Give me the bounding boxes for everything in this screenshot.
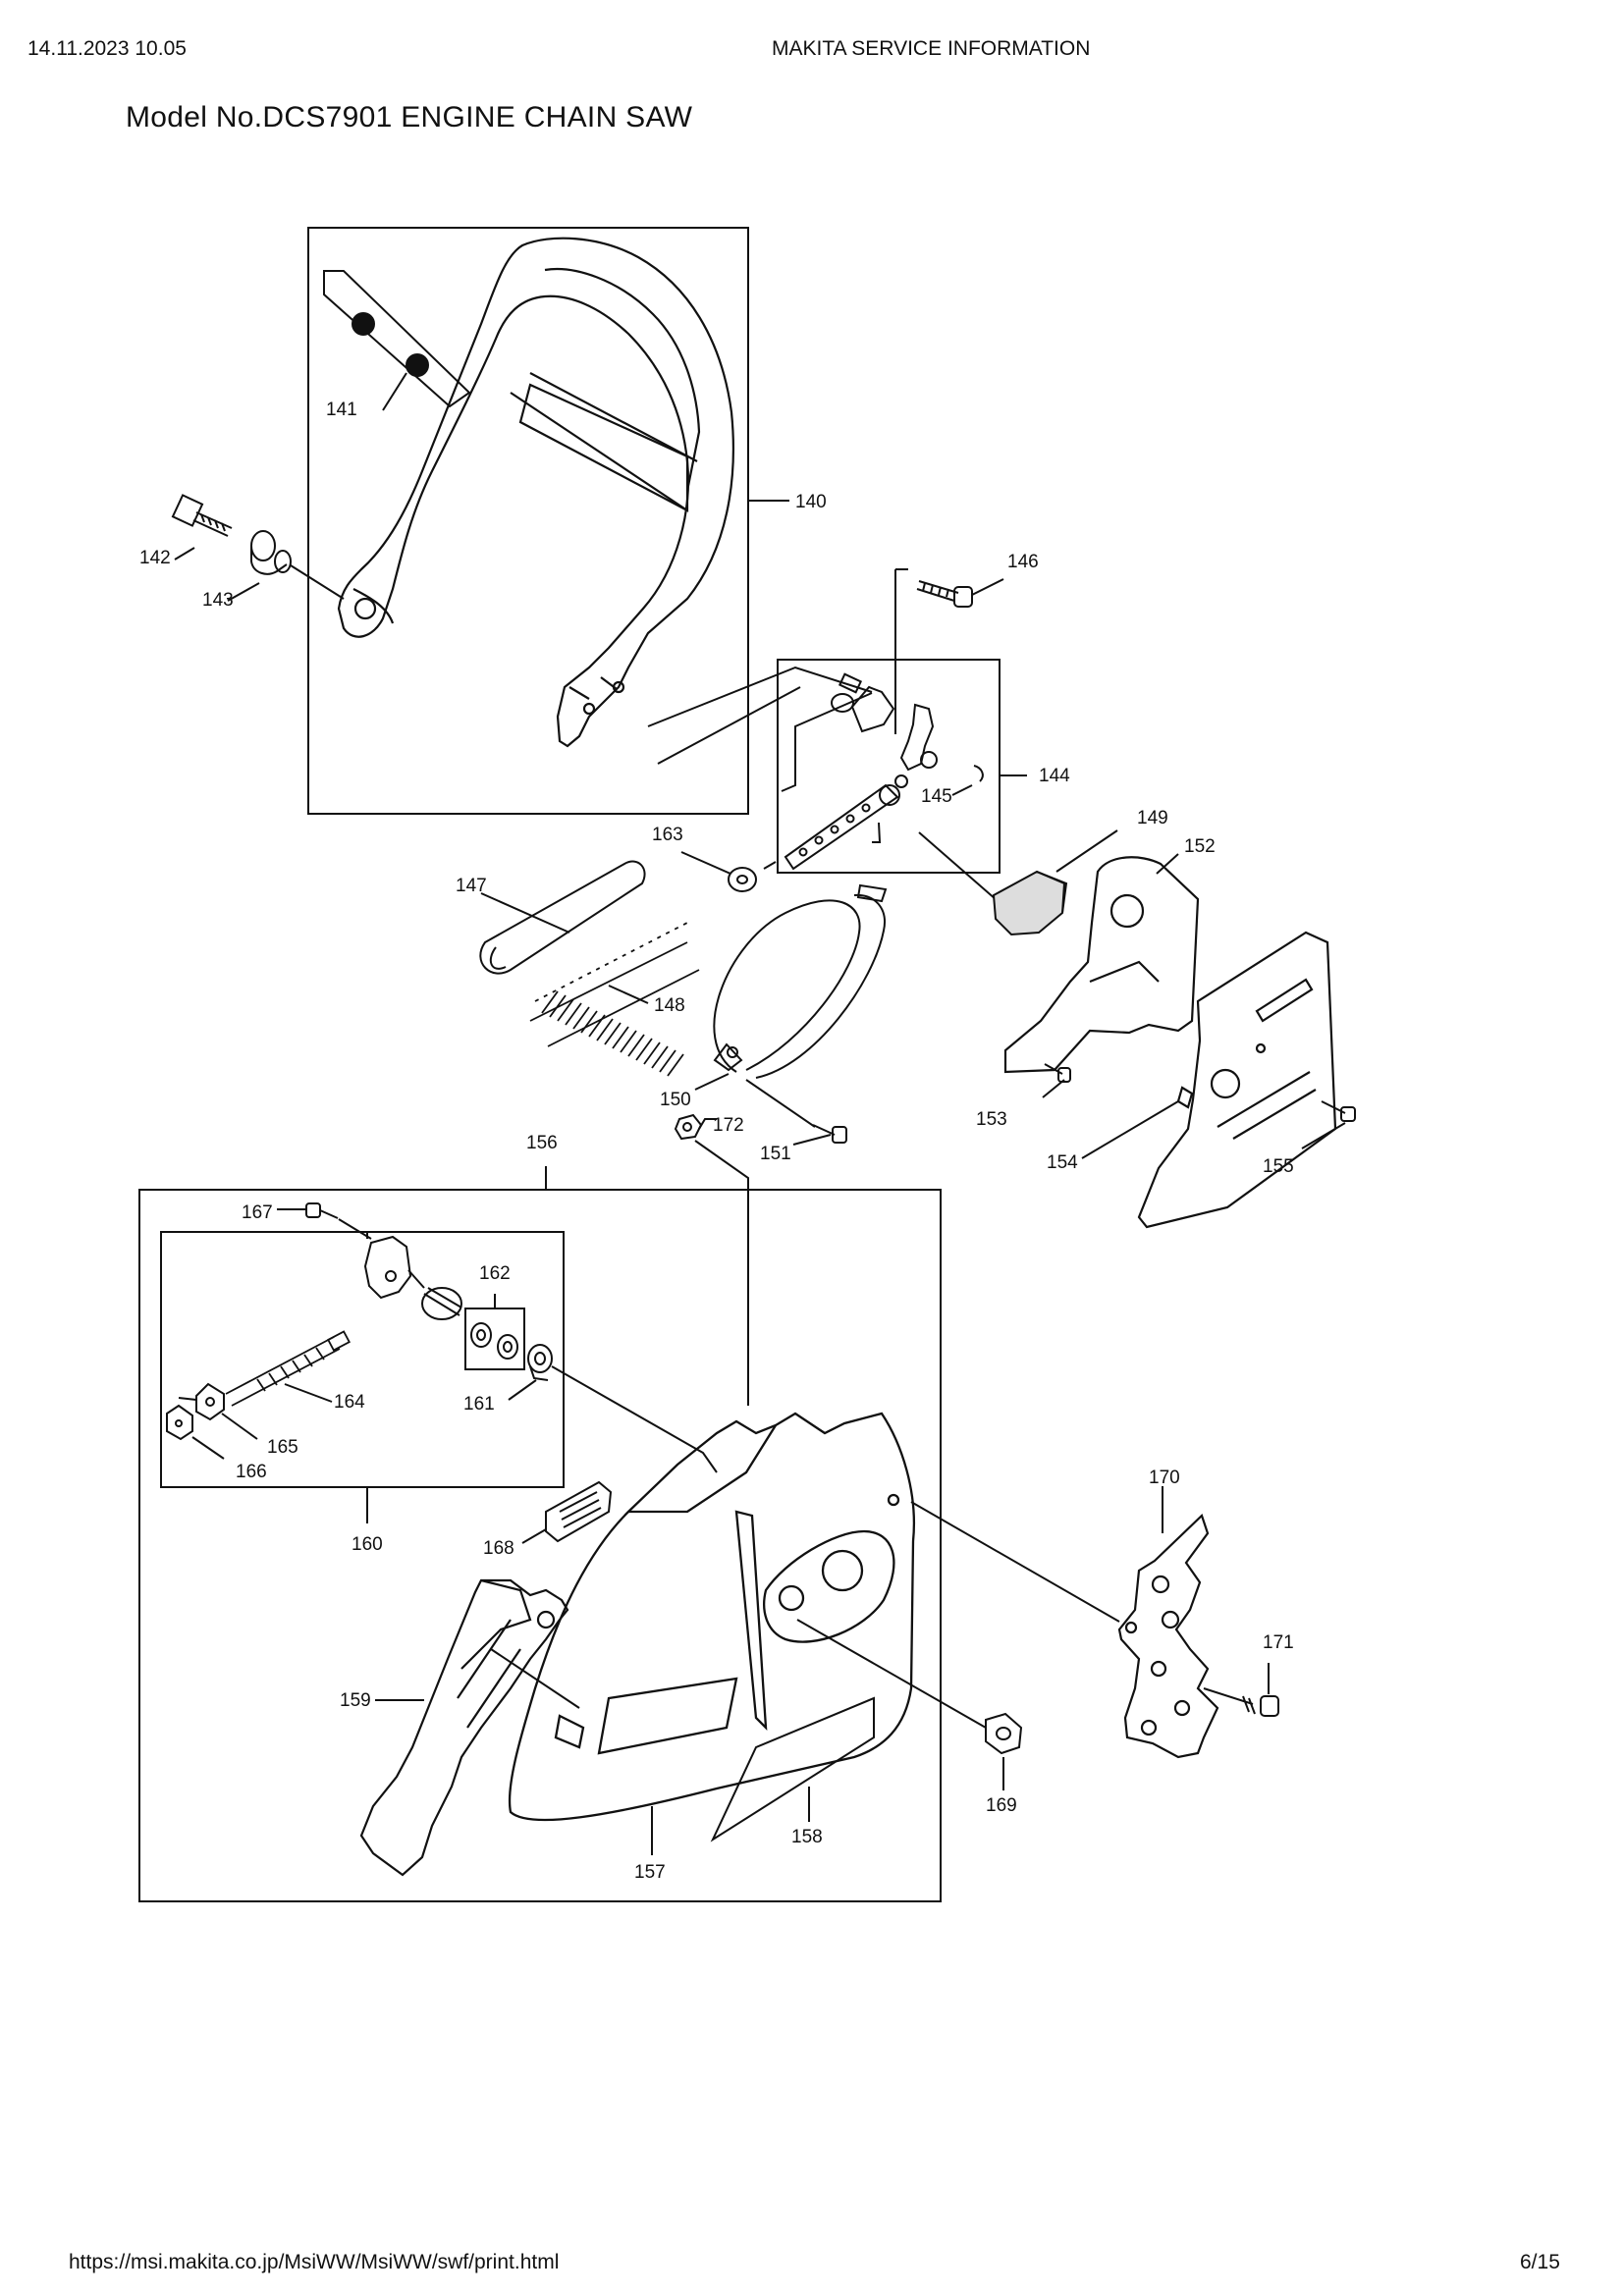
part-153-screw [1044,1063,1071,1083]
part-164-adjusting-screw [225,1330,351,1407]
label-146: 146 [1007,552,1039,572]
label-145: 145 [921,786,952,807]
label-143: 143 [202,590,234,611]
part-151-screw [812,1124,847,1144]
label-154: 154 [1047,1152,1078,1173]
label-170: 170 [1149,1468,1180,1488]
label-151: 151 [760,1144,791,1164]
label-148: 148 [654,995,685,1016]
label-166: 166 [236,1462,267,1482]
part-155-screw [1321,1100,1356,1122]
box-156 [138,1189,942,1902]
label-155: 155 [1263,1156,1294,1177]
part-146-screw [916,580,973,608]
footer-page-number: 6/15 [1520,2251,1560,2273]
label-150: 150 [660,1090,691,1110]
part-172-nut [674,1113,703,1141]
box-140 [307,227,749,815]
label-171: 171 [1263,1632,1294,1653]
label-159: 159 [340,1690,371,1711]
box-160 [160,1231,565,1488]
model-title: Model No.DCS7901 ENGINE CHAIN SAW [126,101,693,133]
header-site-title: MAKITA SERVICE INFORMATION [772,37,1091,60]
part-149-felt [992,870,1068,936]
part-170-bumper-spike [1117,1514,1219,1759]
header-datetime: 14.11.2023 10.05 [27,37,187,60]
label-167: 167 [242,1202,273,1223]
part-166-pin [166,1404,193,1441]
label-152: 152 [1184,836,1216,857]
label-144: 144 [1039,766,1070,786]
part-159-brake-lever [359,1578,569,1877]
label-140: 140 [795,492,827,512]
part-154-guide-plate [1137,931,1337,1229]
part-165-adjuster-nut [195,1382,225,1421]
label-158: 158 [791,1827,823,1847]
label-157: 157 [634,1862,666,1883]
part-169-nut [985,1712,1023,1755]
part-142-bolt [171,494,233,537]
part-157-sprocket-cover [508,1412,915,1822]
part-171-screw [1203,1687,1279,1717]
label-164: 164 [334,1392,365,1413]
part-143-collar [250,530,292,575]
label-141: 141 [326,400,357,420]
part-163-washer [728,867,757,892]
footer-url: https://msi.makita.co.jp/MsiWW/MsiWW/swf… [69,2251,560,2273]
label-142: 142 [139,548,171,568]
label-156: 156 [526,1133,558,1153]
label-162: 162 [479,1263,511,1284]
part-161-collar [527,1344,553,1381]
part-162-washers [470,1322,518,1360]
label-172: 172 [713,1115,744,1136]
part-168-chain-catcher [545,1480,613,1543]
label-147: 147 [456,876,487,896]
box-144 [777,659,1001,874]
part-158-label [710,1696,875,1842]
part-141-warning-label [323,270,471,408]
label-168: 168 [483,1538,514,1559]
part-150-brake-band [713,883,888,1079]
part-152-oil-guard [1003,856,1200,1074]
label-160: 160 [352,1534,383,1555]
part-147-cover [479,860,646,975]
label-163: 163 [652,825,683,845]
part-167-screw [305,1202,339,1219]
part-adjuster-housing [363,1235,412,1300]
label-149: 149 [1137,808,1168,828]
part-140-hand-guard [337,237,734,748]
part-144-lever-assembly [784,672,984,871]
label-169: 169 [986,1795,1017,1816]
label-153: 153 [976,1109,1007,1130]
part-148-spring [529,922,700,1077]
label-161: 161 [463,1394,495,1415]
label-165: 165 [267,1437,298,1458]
part-adjuster-gear [421,1287,462,1320]
